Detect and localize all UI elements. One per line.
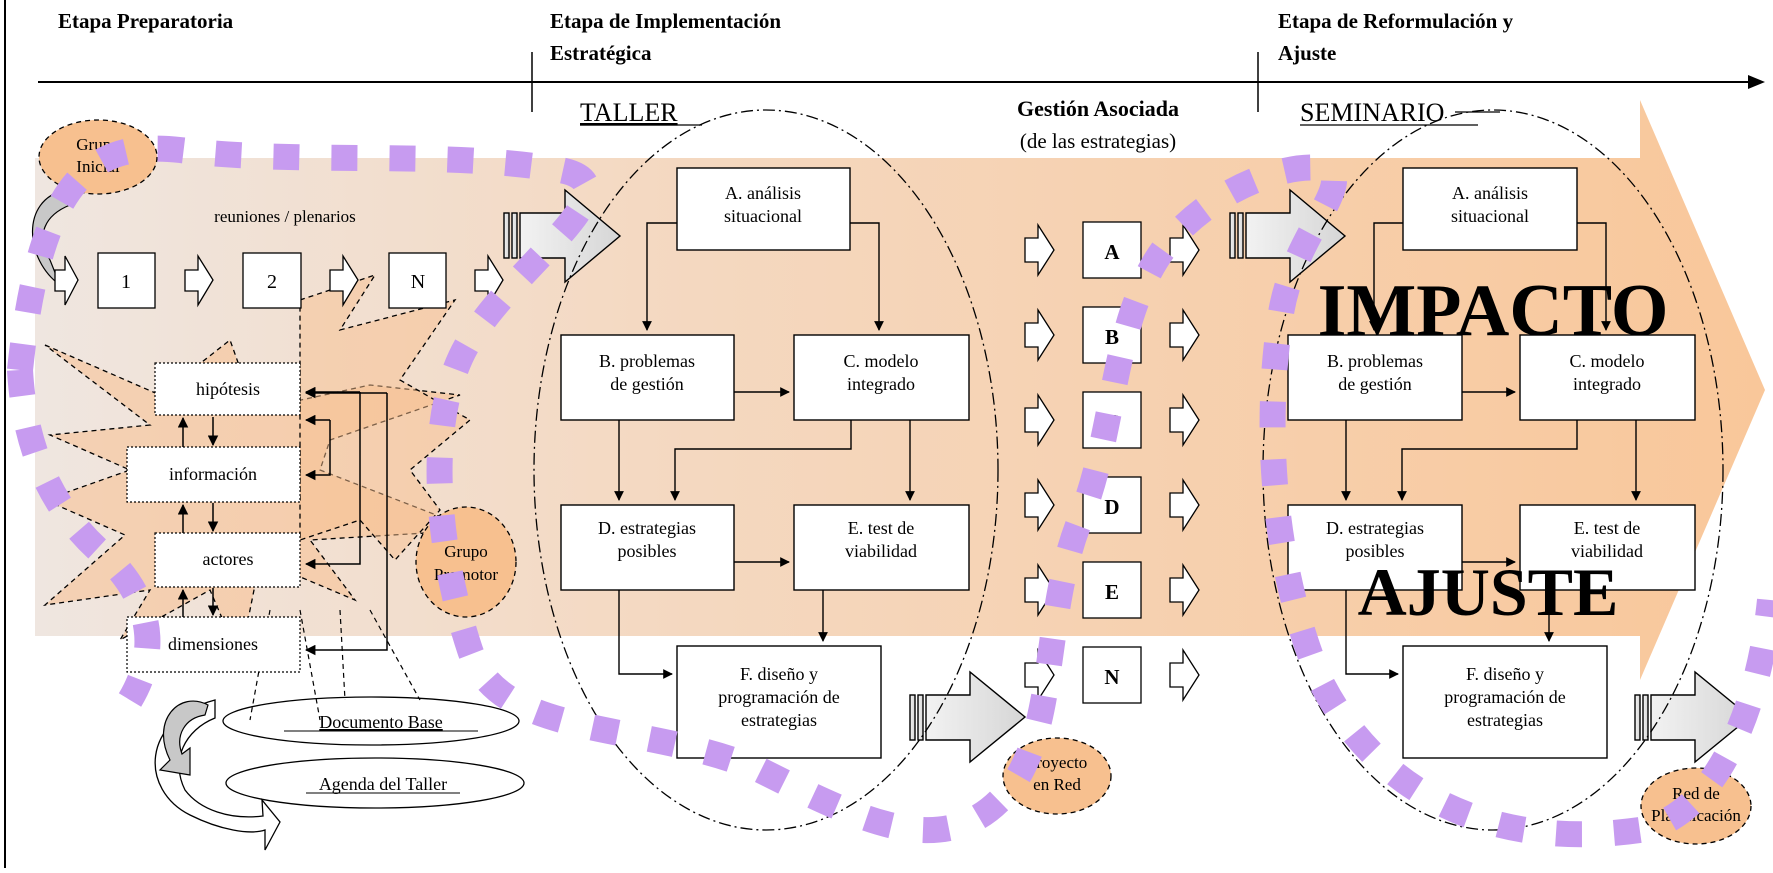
agenda-ellipse [225,757,525,809]
svg-text:B. problemas: B. problemas [1327,351,1423,371]
svg-text:F. diseño y: F. diseño y [1466,664,1544,684]
svg-text:estrategias: estrategias [741,710,817,730]
seminario-label: SEMINARIO [1300,98,1444,127]
step-box-2: 2 [242,252,302,309]
step-box-1: 1 [97,252,156,309]
svg-text:N: N [411,271,425,293]
step-arrow-1 [54,255,79,306]
svg-text:A: A [1104,240,1120,264]
item-informacion: información [126,446,301,503]
stage-title-reformulacion-2: Ajuste [1278,41,1336,65]
strategy-column: A B C D E N [1024,221,1200,704]
svg-text:D. estrategias: D. estrategias [598,518,696,538]
item-vertical-arrows [177,416,219,617]
taller-label: TALLER [580,98,678,127]
svg-text:C. modelo: C. modelo [1570,351,1645,371]
svg-text:E: E [1105,580,1119,604]
seminario-box-e: E. test de viabilidad [1519,504,1696,591]
grupo-promotor-label-1: Grupo [444,542,487,561]
svg-text:información: información [169,464,257,484]
strategy-n: N [1024,646,1200,704]
proyecto-red-label-2: en Red [1033,775,1081,794]
svg-text:programación de: programación de [1444,687,1565,707]
step-arrow-3 [329,253,359,308]
seminario-box-d: D. estrategias posibles [1287,504,1463,591]
taller-box-d: D. estrategias posibles [560,504,735,591]
overlay-ajuste: AJUSTE [1358,554,1619,630]
item-actores: actores [154,532,301,588]
stage-title-implementacion-1: Etapa de Implementación [550,9,781,33]
svg-text:posibles: posibles [1345,541,1404,561]
svg-text:integrado: integrado [1573,374,1641,394]
svg-text:A. análisis: A. análisis [1452,183,1528,203]
svg-text:E. test de: E. test de [848,518,914,538]
svg-text:hipótesis: hipótesis [196,379,260,399]
stage-title-reformulacion-1: Etapa de Reformulación y [1278,9,1514,33]
step-arrow-2 [184,253,214,308]
gestion-subtitle: (de las estrategias) [1020,129,1176,153]
taller-box-f: F. diseño y programación de estrategias [676,645,882,759]
taller-box-c: C. modelo integrado [793,334,970,421]
documento-base-label: Documento Base [319,712,442,732]
svg-text:posibles: posibles [617,541,676,561]
item-feedback-loops [304,386,388,656]
taller-box-a: A. análisis situacional [676,167,851,251]
svg-text:de gestión: de gestión [610,374,684,394]
svg-text:B. problemas: B. problemas [599,351,695,371]
svg-text:C. modelo: C. modelo [844,351,919,371]
svg-text:viabilidad: viabilidad [1571,541,1643,561]
svg-text:2: 2 [267,271,277,293]
taller-box-e: E. test de viabilidad [793,504,970,591]
svg-text:actores: actores [203,549,254,569]
svg-text:F. diseño y: F. diseño y [740,664,818,684]
stage-title-preparatoria: Etapa Preparatoria [58,9,234,33]
svg-text:programación de: programación de [718,687,839,707]
svg-text:E. test de: E. test de [1574,518,1640,538]
documento-base-ellipse [222,696,520,746]
timeline-axis [38,52,1765,112]
taller-ellipse [533,109,999,831]
item-hipotesis: hipótesis [154,362,301,416]
seminario-box-c: C. modelo integrado [1519,334,1696,421]
taller-connectors [614,222,915,679]
gestion-title: Gestión Asociada [1017,96,1179,121]
reuniones-label: reuniones / plenarios [214,207,356,226]
lilac-dashed-path-left [7,369,161,707]
proyecto-red-label-1: Proyecto [1027,753,1087,772]
fat-arrow-to-red [1634,670,1752,764]
step-box-n: N [388,252,447,309]
svg-text:D. estrategias: D. estrategias [1326,518,1424,538]
red-planificacion-ellipse [1640,767,1752,845]
overlay-impacto: IMPACTO [1318,270,1669,352]
svg-text:situacional: situacional [724,206,802,226]
svg-text:1: 1 [121,271,131,293]
svg-text:estrategias: estrategias [1467,710,1543,730]
strategy-b: B [1024,306,1200,364]
agenda-label: Agenda del Taller [319,774,447,794]
taller-box-b: B. problemas de gestión [560,334,735,421]
svg-text:viabilidad: viabilidad [845,541,917,561]
seminario-box-a: A. análisis situacional [1402,167,1578,251]
svg-text:de gestión: de gestión [1338,374,1412,394]
strategy-e: E [1024,561,1200,619]
svg-text:situacional: situacional [1451,206,1529,226]
fat-arrow-to-proyecto [909,670,1027,764]
svg-text:N: N [1104,665,1119,689]
strategy-a: A [1024,221,1200,279]
seminario-connectors [1341,222,1641,679]
seminario-box-b: B. problemas de gestión [1287,334,1463,421]
seminario-ellipse [1262,109,1724,831]
seminario-box-f: F. diseño y programación de estrategias [1402,645,1608,759]
step-arrow-4 [474,253,504,308]
svg-text:B: B [1105,325,1119,349]
promotor-star-shape [299,273,472,561]
stage-title-implementacion-2: Estratégica [550,41,652,65]
svg-text:integrado: integrado [847,374,915,394]
svg-text:D: D [1104,495,1119,519]
svg-text:A. análisis: A. análisis [725,183,801,203]
svg-text:dimensiones: dimensiones [168,634,258,654]
